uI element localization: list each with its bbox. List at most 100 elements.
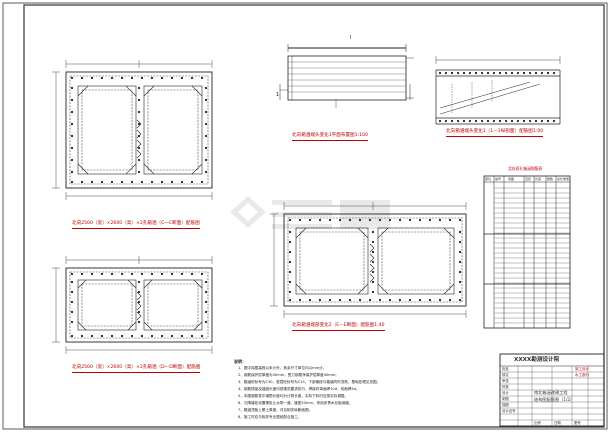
rebar-dot [90, 76, 94, 80]
rebar-dot [190, 334, 194, 338]
rebar-dot [408, 218, 412, 222]
rebar-dot [137, 320, 141, 324]
rebar-dot [474, 119, 478, 123]
rebar-dot [456, 71, 460, 75]
note-item: 1、图中除图高程以米计外，其余尺寸单位均以mm计。 [238, 366, 327, 370]
rebar-dot [170, 180, 174, 184]
rebar-dot [137, 158, 141, 162]
rebar-dot [480, 71, 484, 75]
rebar-dot [308, 298, 312, 302]
note-item: 3、箱涵砼标号为C30，垫层砼标号为C15，下部墙段与箱涵同时浇筑，基础处理见总… [238, 380, 381, 384]
role-label: 审查 [502, 378, 509, 383]
rebar-dot [546, 119, 550, 123]
plan-side-label: 1 [276, 92, 280, 98]
rebar-dot [288, 280, 292, 284]
table-header-cell: 重量 [563, 176, 570, 181]
caption-plan: 北向箱涵端头变化1平面布置图1:100 [292, 133, 368, 141]
rebar-dot [498, 119, 502, 123]
rebar-dot [137, 310, 141, 314]
rebar-dot [110, 272, 114, 276]
drawing-name: 结构图配筋图（1/2） [534, 397, 575, 402]
note-item: 2、钢筋保护层厚度为30mm，受力钢筋净保护层厚度40mm。 [238, 373, 339, 377]
role-label: 批准 [502, 366, 509, 371]
rebar-dot [200, 180, 204, 184]
rebar-dot [378, 218, 382, 222]
rebar-dot [130, 272, 134, 276]
rebar-dot [120, 272, 124, 276]
rebar-dot [371, 240, 375, 244]
rebar-dot [137, 134, 141, 138]
rebar-dot [450, 71, 454, 75]
rebar-dot [528, 119, 532, 123]
rebar-dot [480, 119, 484, 123]
rebar-dot [288, 218, 292, 222]
rebar-dot [204, 290, 208, 294]
rebar-dot [462, 71, 466, 75]
rebar-dot [70, 122, 74, 126]
rebar-dot [534, 71, 538, 75]
rebar-dot [150, 180, 154, 184]
rebar-dot [492, 71, 496, 75]
rebar-dot [492, 119, 496, 123]
rebar-dot [371, 260, 375, 264]
rebar-dot [418, 298, 422, 302]
rebar-dot [378, 298, 382, 302]
rebar-dot [368, 298, 372, 302]
rebar-dot [204, 134, 208, 138]
rebar-dot [318, 218, 322, 222]
rebar-dot [438, 119, 442, 123]
role-label: 制图 [502, 396, 509, 401]
note-item: 7、箱涵顶板上覆土厚度，详见相关纵断面图。 [238, 408, 313, 412]
rebar-dot [70, 290, 74, 294]
caption-section-ee: 北向箱涵端部变化2（E—E断面）配筋图1:40 [292, 323, 385, 331]
rebar-dot [318, 298, 322, 302]
rebar-dot [200, 272, 204, 276]
rebar-dot [328, 298, 332, 302]
rebar-dot [522, 71, 526, 75]
rebar-dot [288, 298, 292, 302]
institute-name: XXXX勘测设计院 [514, 357, 560, 363]
rebar-dot [528, 71, 532, 75]
rebar-dot [504, 119, 508, 123]
rebar-dot [160, 334, 164, 338]
discipline-label: 水工部分 [575, 373, 589, 377]
role-label: 设计 [502, 390, 509, 395]
rebar-dot [204, 300, 208, 304]
rebar-dot [80, 180, 84, 184]
rebar-dot [70, 334, 74, 338]
rebar-dot [137, 98, 141, 102]
table-header-cell: 根数 [547, 176, 554, 181]
rebar-dot [458, 230, 462, 234]
role-label: 设计证号 [502, 408, 516, 413]
rebar-dot [438, 298, 442, 302]
rebar-dot [458, 290, 462, 294]
rebar-dot [200, 334, 204, 338]
rebar-dot [70, 272, 74, 276]
rebar-dot [130, 334, 134, 338]
rebar-dot [130, 180, 134, 184]
rebar-dot [137, 86, 141, 90]
table-header-cell: 总长 [557, 176, 564, 181]
rebar-dot [170, 272, 174, 276]
rebar-dot [80, 272, 84, 276]
rebar-dot [100, 334, 104, 338]
rebar-dot [120, 180, 124, 184]
rebar-dot [180, 180, 184, 184]
rebar-dot [288, 250, 292, 254]
table-header-cell: 长度 [535, 176, 542, 181]
rebar-dot [552, 71, 556, 75]
rebar-dot [160, 76, 164, 80]
rebar-dot [448, 298, 452, 302]
rebar-dot [308, 218, 312, 222]
rebar-dot [288, 260, 292, 264]
rebar-dot [90, 334, 94, 338]
rebar-dot [428, 298, 432, 302]
rebar-dot [510, 119, 514, 123]
rebar-dot [120, 334, 124, 338]
rebar-dot [510, 71, 514, 75]
rebar-dot [204, 86, 208, 90]
rebar-dot [70, 86, 74, 90]
table-header-cell: 部位 [485, 176, 492, 181]
